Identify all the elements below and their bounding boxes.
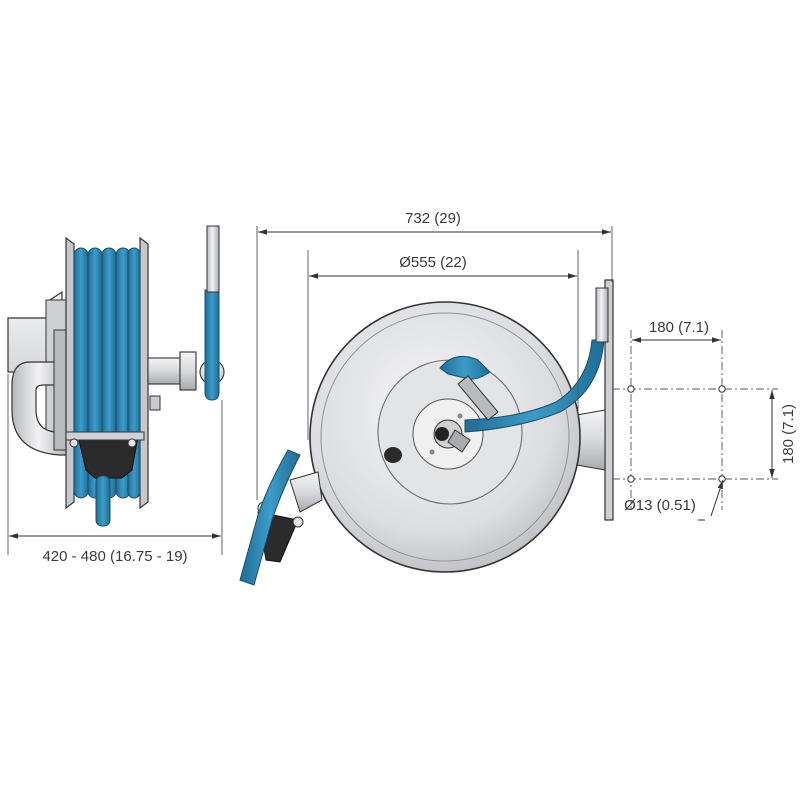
left-flange — [65, 236, 75, 510]
mount-plate — [604, 279, 614, 521]
hole-diameter-callout: Ø13 (0.51) — [624, 479, 724, 521]
drum-diameter-label: Ø555 (22) — [399, 254, 467, 271]
overall-width-label: 732 (29) — [405, 210, 461, 227]
hose-coupling — [457, 375, 499, 421]
guide-arm — [289, 471, 323, 513]
outlet-hose — [95, 475, 111, 527]
inlet-pipe-top — [206, 225, 220, 293]
hole-spacing-vertical-dimension: 180 (7.1) — [769, 390, 797, 478]
inlet-hose — [204, 289, 220, 401]
mount-hole — [718, 475, 726, 483]
front-inlet-pipe — [595, 287, 609, 343]
guide-bracket — [65, 431, 145, 441]
depth-dimension: 420 - 480 (16.75 - 19) — [7, 374, 223, 565]
front-outlet-hose — [239, 449, 301, 586]
hole-spacing-horizontal-label: 180 (7.1) — [649, 319, 709, 336]
right-flange — [139, 236, 149, 510]
hole-pattern — [612, 330, 778, 510]
mount-hole — [627, 385, 635, 393]
hole-spacing-vertical-label: 180 (7.1) — [780, 404, 797, 464]
overall-width-dimension: 732 (29) — [256, 210, 613, 500]
hole-spacing-horizontal-dimension: 180 (7.1) — [632, 319, 721, 343]
depth-label: 420 - 480 (16.75 - 19) — [42, 548, 187, 565]
drum-diameter-dimension: Ø555 (22) — [307, 250, 579, 440]
mount-hole — [718, 385, 726, 393]
drum-slot — [384, 447, 402, 463]
axle — [147, 357, 181, 385]
side-view — [7, 225, 225, 527]
front-view — [239, 279, 614, 586]
mount-hole — [627, 475, 635, 483]
hole-diameter-label: Ø13 (0.51) — [624, 497, 696, 514]
axle-hole — [435, 427, 449, 441]
